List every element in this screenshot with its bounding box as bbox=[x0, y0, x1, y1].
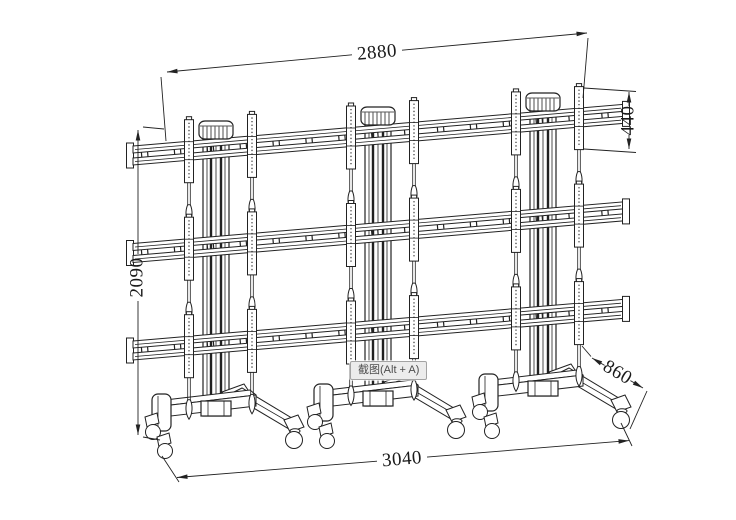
dimension-label-top-width: 2880 bbox=[356, 40, 398, 65]
dimension-top-width: 2880 bbox=[160, 30, 589, 142]
dimension-base-width: 3040 bbox=[161, 422, 633, 483]
screenshot-tooltip-label: 截图(Alt + A) bbox=[358, 364, 420, 376]
column-middle bbox=[364, 124, 392, 407]
column-cap-middle bbox=[360, 106, 396, 126]
dimension-label-base-width: 3040 bbox=[381, 447, 423, 471]
dimension-bracket-height: 440 bbox=[583, 87, 639, 153]
column-left bbox=[202, 138, 230, 417]
column-cap-left bbox=[198, 120, 234, 140]
dimension-label-bracket-height: 440 bbox=[618, 106, 639, 136]
dimension-total-height: 2090 bbox=[127, 126, 165, 441]
column-right bbox=[529, 110, 557, 397]
column-cap-right bbox=[525, 92, 561, 112]
dimension-label-total-height: 2090 bbox=[127, 258, 148, 298]
screenshot-tooltip: 截图(Alt + A) bbox=[350, 361, 428, 380]
